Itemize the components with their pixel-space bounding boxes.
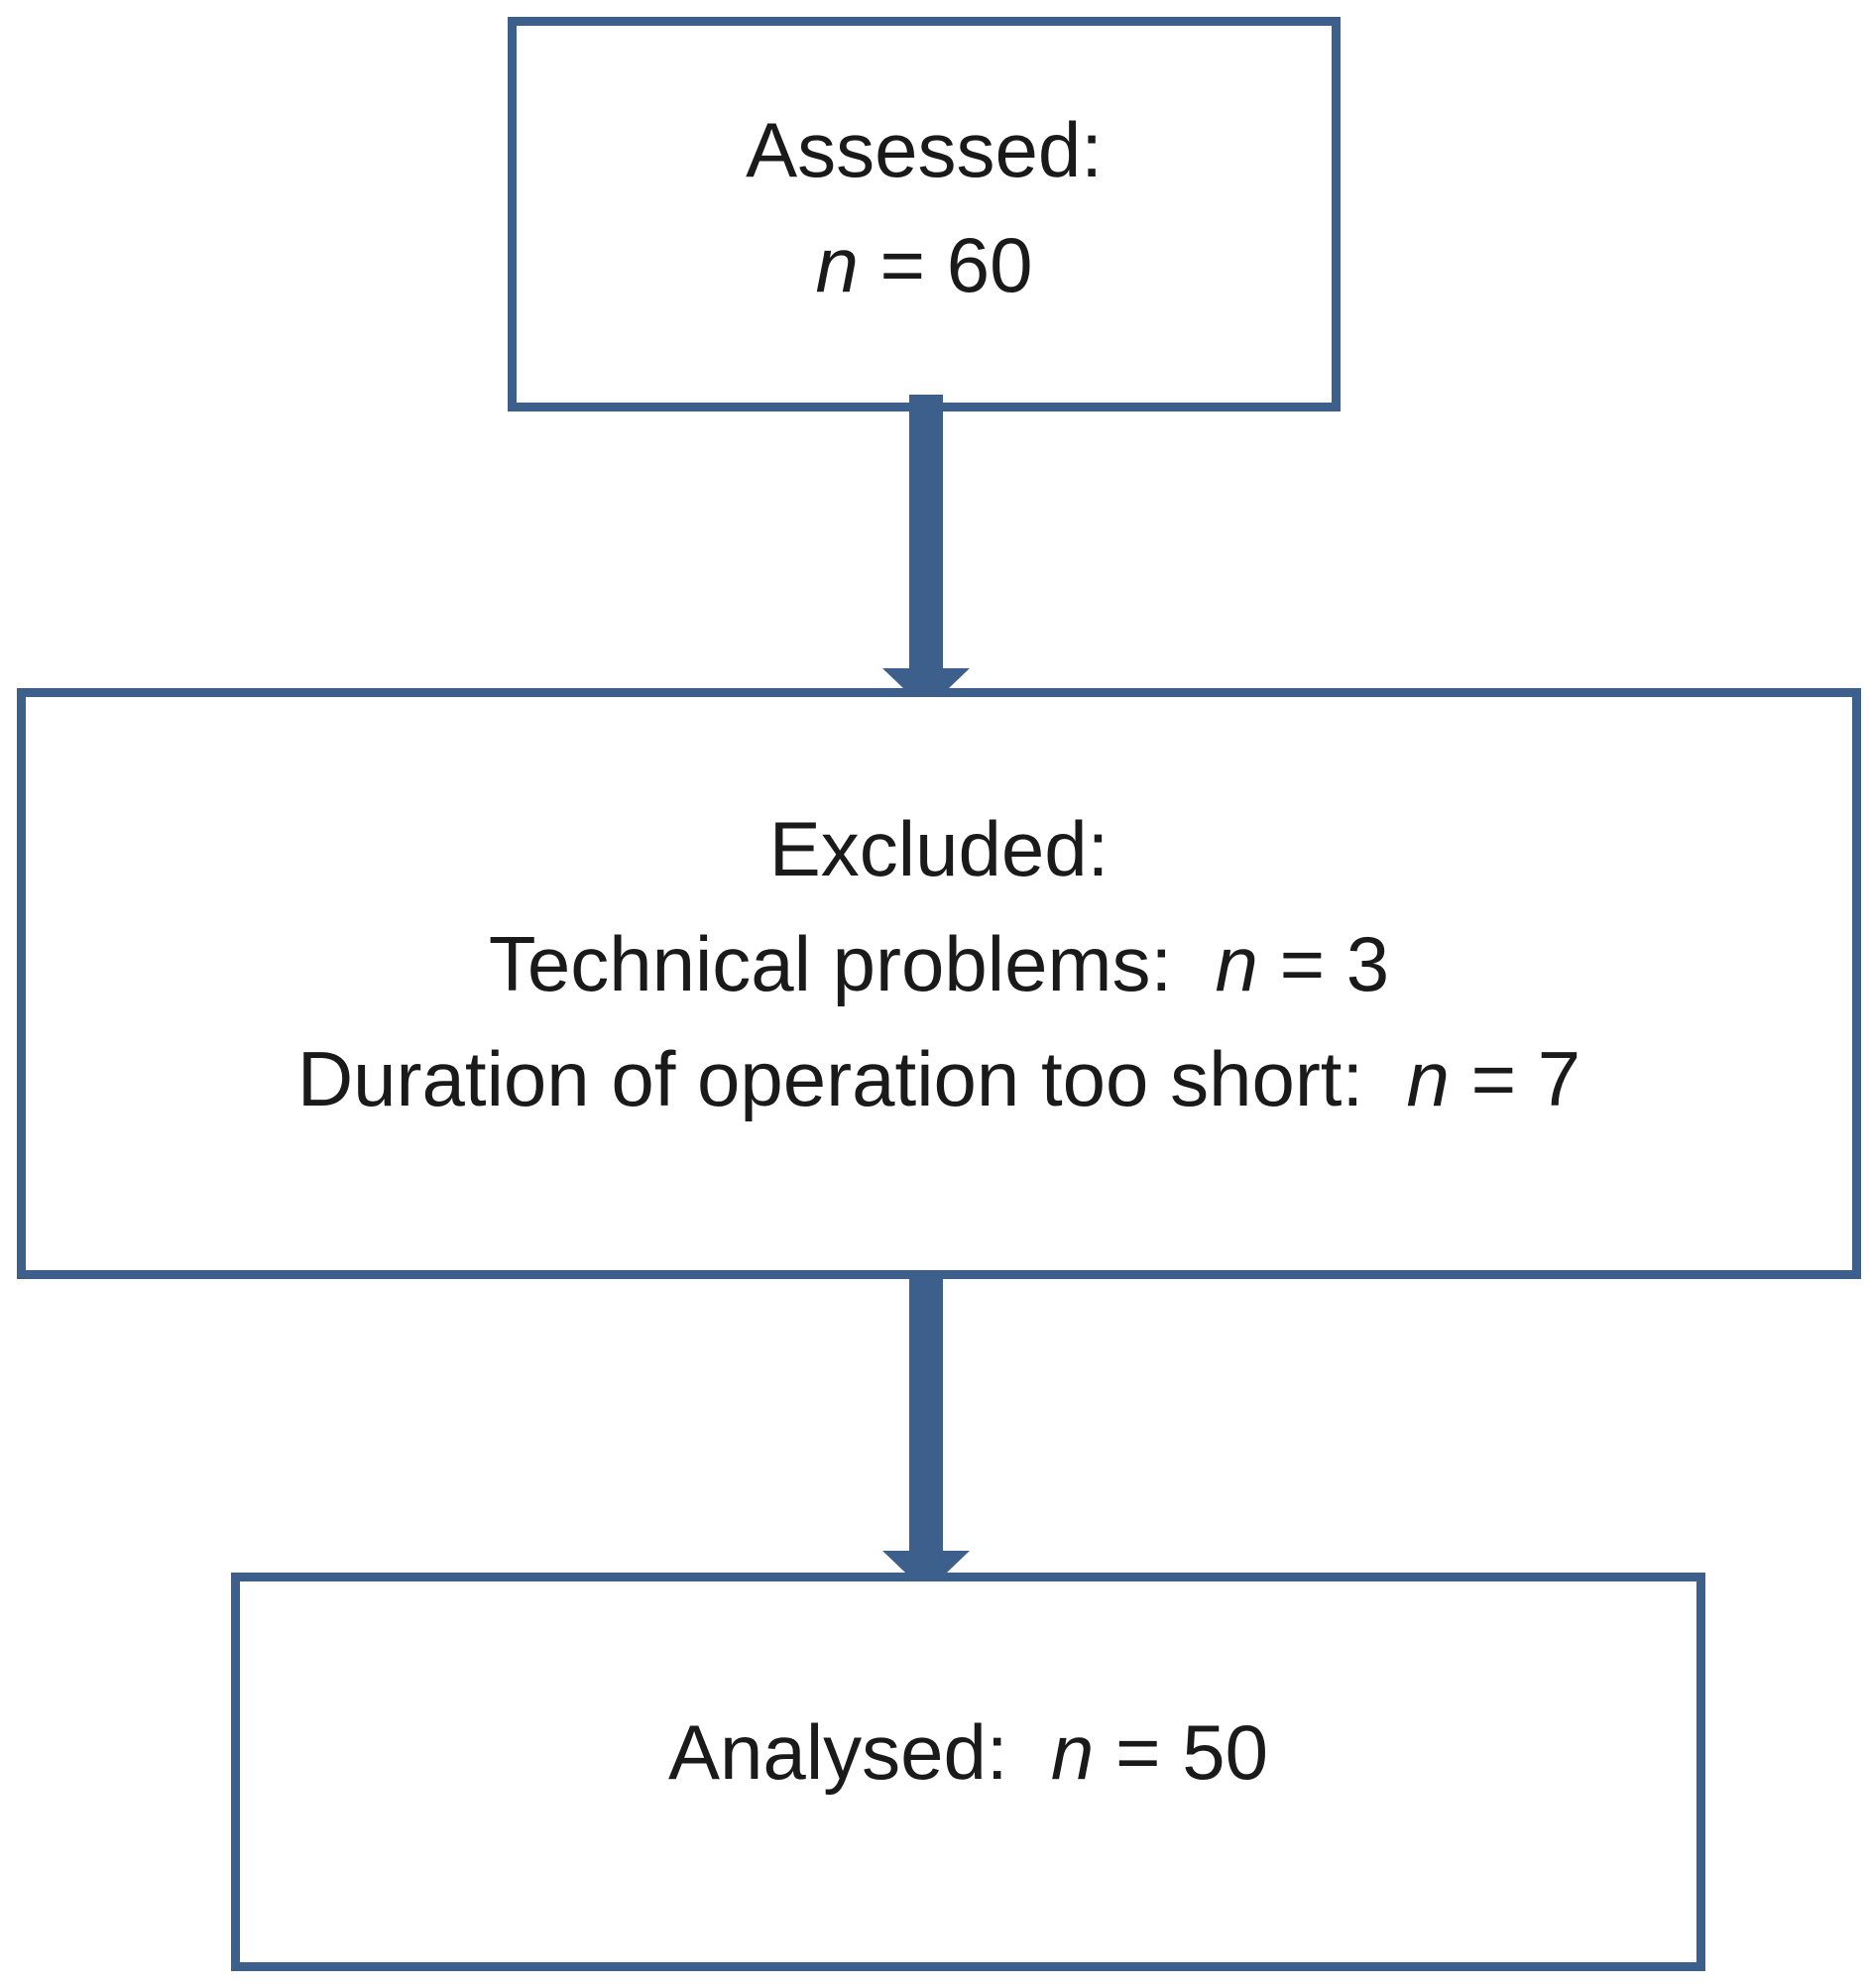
analysed-count: Analysed: n = 50 [668,1695,1268,1810]
assessed-n-value: = 60 [879,221,1033,308]
technical-problems-n-value: = 3 [1279,920,1390,1007]
excluded-box: Excluded: Technical problems: n = 3 Dura… [17,688,1861,1279]
analysed-label: Analysed: [668,1708,1008,1796]
excluded-label: Excluded: [768,805,1110,892]
duration-too-short-n-symbol: n [1406,1035,1450,1122]
excluded-reason-duration: Duration of operation too short: n = 7 [297,1021,1580,1136]
excluded-reason-technical: Technical problems: n = 3 [489,906,1389,1021]
analysed-box: Analysed: n = 50 [231,1573,1705,1971]
assessed-box: Assessed: n = 60 [508,17,1341,411]
analysed-n-symbol: n [1050,1708,1095,1796]
technical-problems-n-symbol: n [1215,920,1258,1007]
technical-problems-label: Technical problems: [488,920,1173,1007]
assessed-label: Assessed: [746,106,1103,193]
assessed-count: n = 60 [815,207,1032,322]
analysed-n-value: = 50 [1114,1708,1268,1796]
duration-too-short-n-value: = 7 [1470,1035,1581,1122]
duration-too-short-label: Duration of operation too short: [296,1035,1364,1122]
assessed-n-symbol: n [815,221,859,308]
